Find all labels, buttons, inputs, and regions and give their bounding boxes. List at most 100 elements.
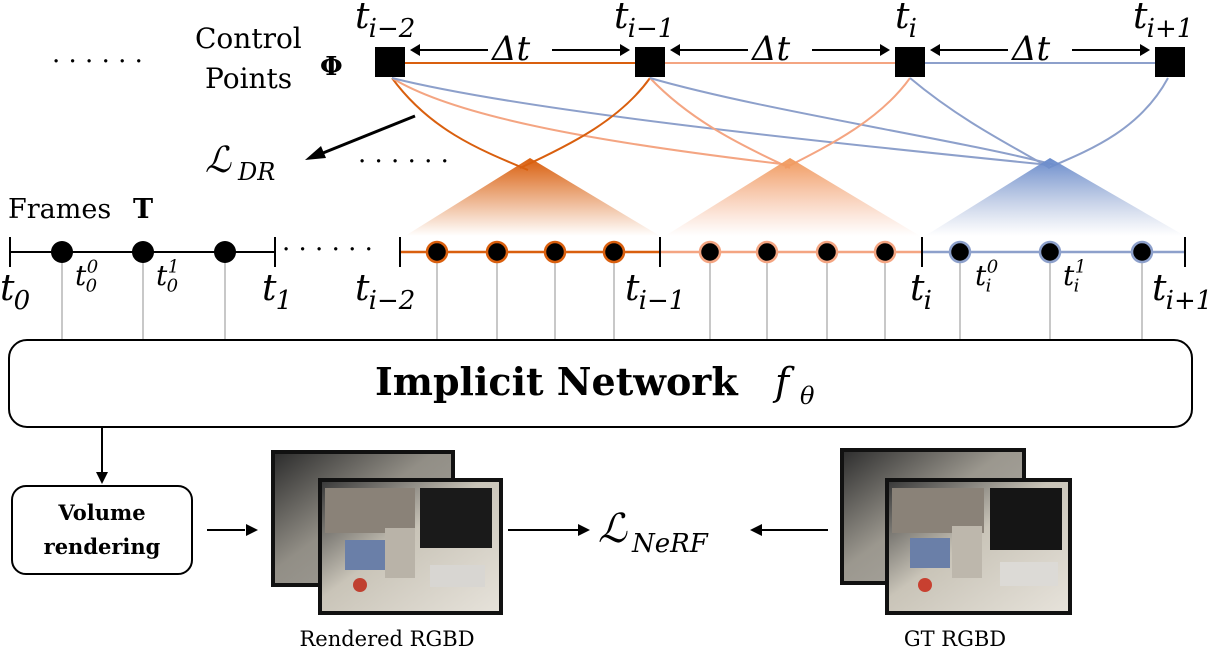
volume-line2: rendering (44, 534, 161, 559)
frame-dot (543, 240, 567, 264)
triangle-light-orange (665, 158, 920, 236)
control-point-4 (1155, 47, 1185, 77)
timeline-ticks (9, 237, 1186, 267)
frame-label-0-sup: 0 (87, 256, 98, 277)
delta-t-arrow-3: Δt (930, 29, 1150, 69)
arrow-to-rendered-head (246, 524, 258, 536)
volume-line1: Volume (57, 500, 145, 525)
delta-t-label-1: Δt (490, 29, 531, 69)
frame-dots (51, 240, 1154, 264)
timeline-label-2-base: t (355, 268, 370, 309)
frames-label: Frames (8, 194, 111, 225)
network-label: Implicit Network (375, 359, 738, 404)
loss-nerf-symbol: ℒ (598, 506, 628, 552)
frame-dot (132, 241, 154, 263)
middle-ellipsis: · · · · · · (358, 147, 449, 177)
control-point-1 (375, 47, 405, 77)
timeline-label-0-base: t (0, 268, 15, 309)
frames-symbol: T (133, 194, 153, 225)
dr-arrow-head (305, 146, 326, 160)
frame-label-1-base: t (156, 259, 168, 292)
frame-dot (425, 240, 449, 264)
arrow-gt-to-loss-head (750, 524, 762, 536)
timeline-label-1-base: t (262, 268, 277, 309)
timeline-label-1-sub: 1 (276, 286, 293, 316)
volume-rendering-box (11, 485, 193, 575)
frame-label-2-base: t (975, 259, 987, 292)
frame-dot (1038, 240, 1062, 264)
delta-t-arrow-2: Δt (670, 29, 890, 69)
control-point-label-2-base: t (614, 0, 629, 37)
control-point-label-3-base: t (895, 0, 910, 37)
control-point-label-4-sub: i+1 (1147, 14, 1194, 44)
frame-label-3-sub: i (1074, 275, 1080, 296)
control-point-label-3-sub: i (909, 14, 917, 44)
timeline-label-4-base: t (910, 268, 925, 309)
timeline-label-0-sub: 0 (14, 286, 31, 316)
frame-label-3-sup: 1 (1075, 256, 1086, 277)
left-ellipsis: · · · · · · (52, 47, 143, 77)
phi-symbol: Φ (320, 52, 343, 82)
frame-dot (698, 240, 722, 264)
gt-caption: GT RGBD (904, 627, 1006, 649)
frame-label-2-sup: 0 (987, 256, 998, 277)
timeline-label-3-base: t (625, 268, 640, 309)
influence-curves (391, 77, 1169, 171)
timeline-label-5-base: t (1152, 268, 1167, 309)
frame-dot (815, 240, 839, 264)
frame-dot (485, 240, 509, 264)
control-point-label-1-sub: i−2 (369, 14, 416, 44)
timeline-label-2-sub: i−2 (369, 286, 416, 316)
timeline-label-3-sub: i−1 (639, 286, 686, 316)
rendered-rgbd-images (271, 450, 503, 615)
timeline-label-5-sub: i+1 (1166, 286, 1213, 316)
frame-dot (873, 240, 897, 264)
network-theta: θ (800, 382, 815, 410)
timeline-label-4-sub: i (924, 286, 932, 316)
rendered-caption: Rendered RGBD (299, 627, 474, 649)
control-label-line2: Points (205, 62, 292, 95)
control-point-2 (635, 47, 665, 77)
frame-label-1-sup: 1 (168, 256, 179, 277)
gt-rgbd-images (840, 448, 1072, 615)
frame-label-2-sub: i (986, 275, 992, 296)
implicit-network-box (8, 339, 1193, 428)
frame-dot (755, 240, 779, 264)
delta-t-label-3: Δt (1010, 29, 1051, 69)
timeline-ellipsis: · · · · · · (282, 235, 373, 265)
frame-label-0-base: t (75, 259, 87, 292)
frame-label-1-sub: 0 (167, 275, 178, 296)
triangle-dark-orange (405, 158, 660, 236)
triangle-blue (925, 158, 1185, 236)
frame-dot (51, 241, 73, 263)
control-point-label-2-sub: i−1 (628, 14, 675, 44)
delta-t-arrow-1: Δt (410, 29, 630, 69)
network-connectors (61, 262, 1143, 342)
control-point-label-1-base: t (355, 0, 370, 37)
loss-dr-symbol: ℒ (205, 140, 232, 181)
arrow-rendered-to-loss-head (578, 524, 590, 536)
frame-dot (948, 240, 972, 264)
down-arrow-head (96, 472, 108, 484)
control-label-line1: Control (195, 22, 302, 55)
loss-nerf-sub: NeRF (631, 529, 709, 559)
frame-label-0-sub: 0 (86, 275, 97, 296)
frame-dot (602, 240, 626, 264)
frame-label-3-base: t (1063, 259, 1075, 292)
control-point-label-4-base: t (1133, 0, 1148, 37)
delta-t-label-2: Δt (750, 29, 791, 69)
